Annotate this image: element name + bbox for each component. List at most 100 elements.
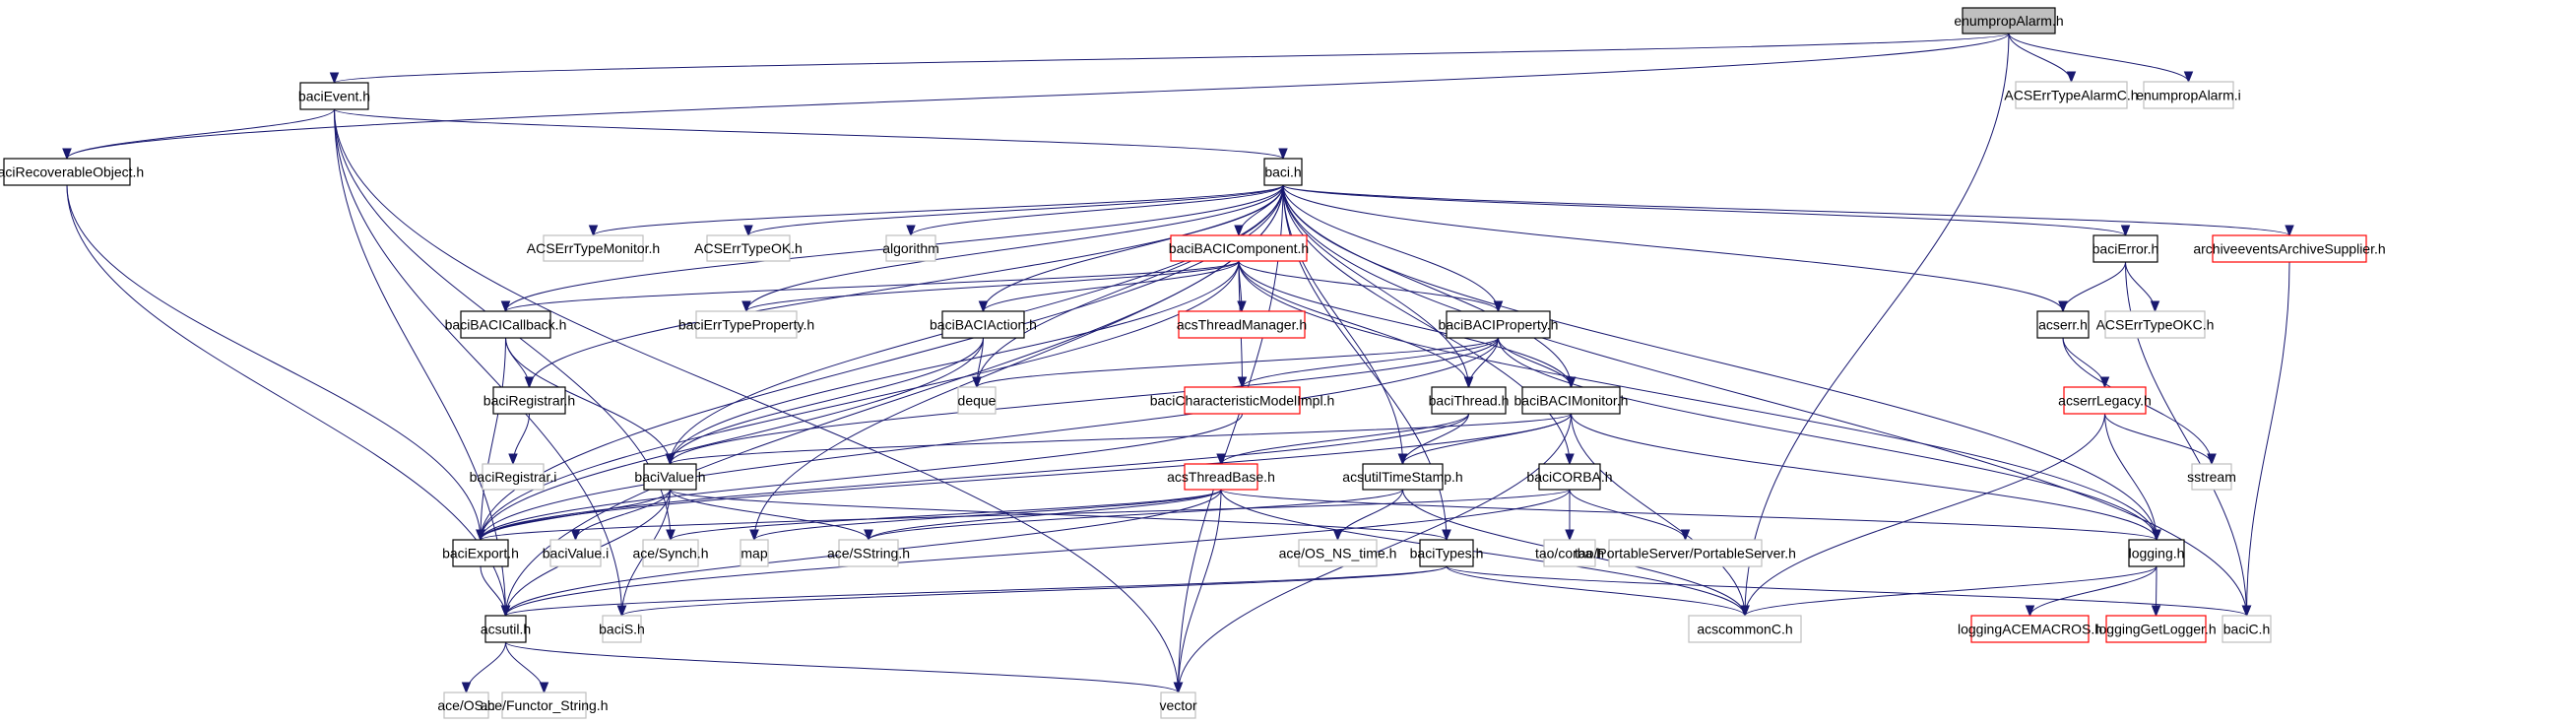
edge-logging-h-to-acscommon-c-h [1740,565,2157,618]
node-label: baciBACIAction.h [930,317,1037,333]
node-logging-h[interactable]: logging.h [2128,539,2185,567]
edge-line [505,641,1179,693]
edge-line [1446,565,2247,617]
node-baci-h[interactable]: baci.h [1263,158,1303,186]
edge-baci-h-to-deque [972,184,1284,389]
edge-line [670,337,1499,465]
edge-acsutil-time-stamp-h-to-ace-sstring-h [864,489,1403,542]
node-box [838,539,899,567]
node-box [501,692,587,719]
node-acserr-h[interactable]: acserr.h [2036,310,2090,339]
node-label: baciThread.h [1429,393,1510,409]
edge-baci-baciproperty-h-to-logging-h [1498,337,2161,542]
node-baci-value-h[interactable]: baciValue.h [634,463,706,491]
edge-baci-types-h-to-acscommon-c-h [1446,565,1750,618]
node-baci-export-h[interactable]: baciExport.h [442,539,519,567]
arrowhead-icon [476,529,485,542]
edge-line [480,489,671,541]
edge-acsutil-h-to-vector [505,641,1184,694]
arrowhead-icon [1565,453,1575,466]
node-baci-recoverable-object-h[interactable]: baciRecoverableObject.h [0,158,144,186]
arrowhead-icon [1493,300,1504,313]
node-box [695,310,798,339]
edge-line [670,489,1448,541]
node-box [1608,539,1763,567]
edge-line [1282,184,1469,388]
edge-acsutil-h-to-ace-os-h [461,641,506,694]
edge-line [2029,565,2157,617]
arrowhead-icon [1173,682,1184,694]
node-ace-os-ns-time-h: ace/OS_NS_time.h [1279,539,1397,567]
node-label: baciBACIMonitor.h [1514,393,1629,409]
node-baci-baciaction-h[interactable]: baciBACIAction.h [930,310,1037,339]
node-label: tao/PortableServer/PortableServer.h [1575,546,1796,561]
node-acsutil-h[interactable]: acsutil.h [481,615,531,643]
node-label: baciTypes.h [1410,546,1484,561]
edge-line [747,184,1284,236]
edge-line [334,108,622,617]
edge-baci-thread-h-to-acs-thread-base-h [1216,413,1469,466]
node-logging-acemacros-h[interactable]: loggingACEMACROS.h [1958,615,2102,643]
arrowhead-icon [1278,148,1288,161]
node-box [492,386,566,415]
edge-line [983,260,1240,312]
node-baci-corba-h[interactable]: baciCORBA.h [1526,463,1613,491]
arrowhead-icon [1740,605,1750,618]
node-box [1298,539,1378,567]
node-archiveevents-archive-supplier-h[interactable]: archiveeventsArchiveSupplier.h [2193,234,2386,263]
node-box [885,234,936,262]
node-label: archiveeventsArchiveSupplier.h [2193,241,2385,257]
node-acserr-legacy-h[interactable]: acserrLegacy.h [2058,386,2152,415]
node-acsutil-time-stamp-h[interactable]: acsutilTimeStamp.h [1342,463,1463,491]
edge-baci-types-h-to-baci-c-h [1446,565,2252,618]
edge-baci-baciproperty-h-to-baci-bacimonitor-h [1498,337,1577,389]
node-box [1970,615,2090,643]
arrowhead-icon [616,605,627,618]
node-baci-error-h[interactable]: baciError.h [2093,234,2159,263]
edge-line [480,337,1499,541]
node-label: ACSErrTypeAlarmC.h [2004,88,2138,103]
node-baci-bacimonitor-h[interactable]: baciBACIMonitor.h [1514,386,1629,415]
node-baci-registrar-h[interactable]: baciRegistrar.h [483,386,575,415]
node-label: baciRecoverableObject.h [0,165,144,180]
edge-baci-bacimonitor-h-to-acsutil-time-stamp-h [1397,413,1572,466]
node-baci-types-h[interactable]: baciTypes.h [1410,539,1484,567]
edge-line [670,489,1222,541]
node-label: ace/OS_NS_time.h [1279,546,1397,561]
arrowhead-icon [1565,529,1575,542]
node-logging-get-logger-h[interactable]: loggingGetLogger.h [2095,615,2217,643]
arrowhead-icon [665,453,676,466]
edge-baci-h-to-acserr-h [1282,184,2068,313]
node-baci-thread-h[interactable]: baciThread.h [1429,386,1510,415]
edge-line [334,108,1284,160]
edge-baci-value-h-to-baci-types-h [670,489,1451,542]
arrowhead-icon [2207,453,2217,466]
edge-line [1178,184,1284,693]
node-baci-baciproperty-h[interactable]: baciBACIProperty.h [1439,310,1559,339]
node-box [482,463,545,491]
node-box [2191,463,2232,491]
node-box [643,463,697,491]
edge-line [480,337,506,541]
edge-line [910,184,1284,236]
node-box [1362,463,1444,491]
edge-line [1402,413,1572,465]
node-box [2093,234,2158,263]
node-baci-event-h[interactable]: baciEvent.h [298,82,370,110]
node-box [2128,539,2185,567]
node-box [1543,539,1596,567]
node-box [543,234,644,262]
node-acs-thread-base-h[interactable]: acsThreadBase.h [1167,463,1275,491]
node-baci-characteristic-model-impl-h[interactable]: baciCharacteristicModelImpl.h [1150,386,1335,415]
node-baci-bacicallback-h[interactable]: baciBACICallback.h [445,310,567,339]
node-acs-thread-manager-h[interactable]: acsThreadManager.h [1177,310,1307,339]
node-baci-err-type-property-h: baciErrTypeProperty.h [678,310,814,339]
node-baci-bacicomponent-h[interactable]: baciBACIComponent.h [1169,234,1309,262]
nodes-layer: enumpropAlarm.hACSErrTypeAlarmC.henumpro… [0,7,2386,719]
edge-archiveevents-archive-supplier-h-to-baci-c-h [2241,261,2290,618]
edge-baci-bacimonitor-h-to-acscommon-c-h [1571,413,1750,618]
arrowhead-icon [743,225,753,237]
edge-baci-event-h-to-vector [334,108,1184,694]
edge-line [2062,261,2126,312]
edge-line [1242,337,1499,388]
